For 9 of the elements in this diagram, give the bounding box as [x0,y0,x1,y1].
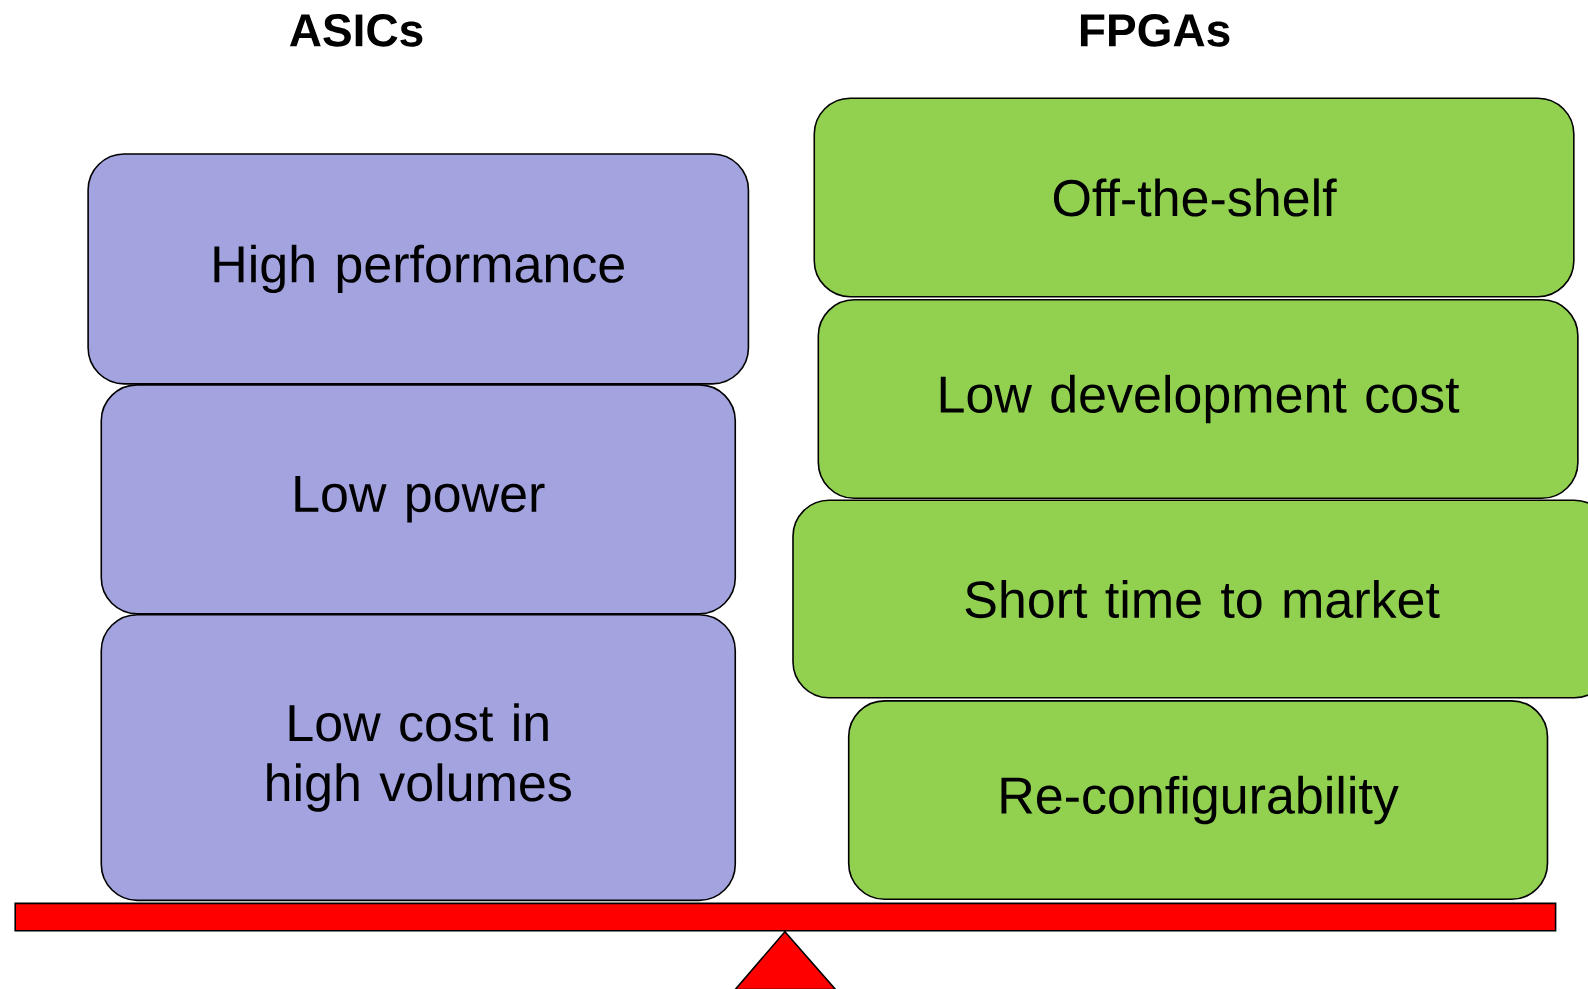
feature-box: Low development cost [817,298,1579,499]
feature-box: Low cost in high volumes [100,613,737,901]
feature-box: Off-the-shelf [813,97,1575,298]
feature-box: Re-configurability [847,699,1549,900]
column-heading: ASICs [289,13,423,47]
feature-box: Low power [100,383,737,615]
feature-box: High performance [87,152,750,385]
feature-box: Short time to market [792,499,1588,699]
column-heading: FPGAs [1080,13,1230,47]
